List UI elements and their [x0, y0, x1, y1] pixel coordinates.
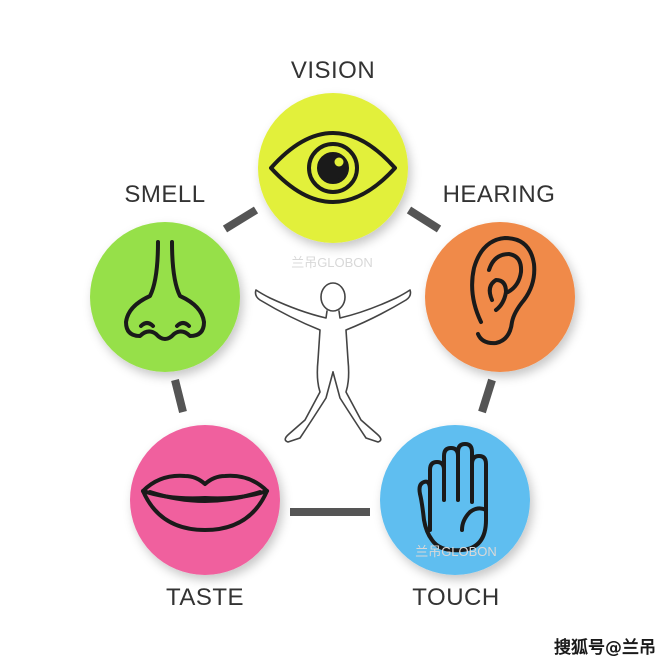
smell-node [90, 222, 240, 372]
vision-node [258, 93, 408, 243]
ear-icon [470, 236, 537, 346]
taste-node [130, 425, 280, 575]
touch-node [380, 425, 530, 575]
smell-circle [90, 222, 240, 372]
connector-hearing-touch [478, 378, 496, 414]
watermark-upper: 兰吊GLOBON [291, 255, 373, 270]
touch-circle [380, 425, 530, 575]
smell-label: SMELL [124, 181, 206, 208]
connector-taste-smell [171, 379, 187, 413]
eye-icon [269, 131, 397, 204]
hearing-label: HEARING [442, 181, 556, 208]
nose-icon [124, 240, 206, 341]
taste-label: TASTE [165, 584, 245, 611]
lips-icon [141, 473, 269, 532]
touch-label: TOUCH [412, 584, 500, 611]
watermark-lower: 兰吊GLOBON [415, 544, 497, 559]
connector-vision-hearing [406, 206, 442, 233]
human-figure-icon [254, 282, 412, 443]
hand-icon [417, 442, 488, 553]
vision-label: VISION [290, 57, 376, 84]
credit-text: 搜狐号@兰吊 [554, 638, 656, 658]
connector-vision-smell [222, 206, 259, 233]
hearing-node [425, 222, 575, 372]
connectors [171, 206, 496, 516]
hearing-circle [425, 222, 575, 372]
